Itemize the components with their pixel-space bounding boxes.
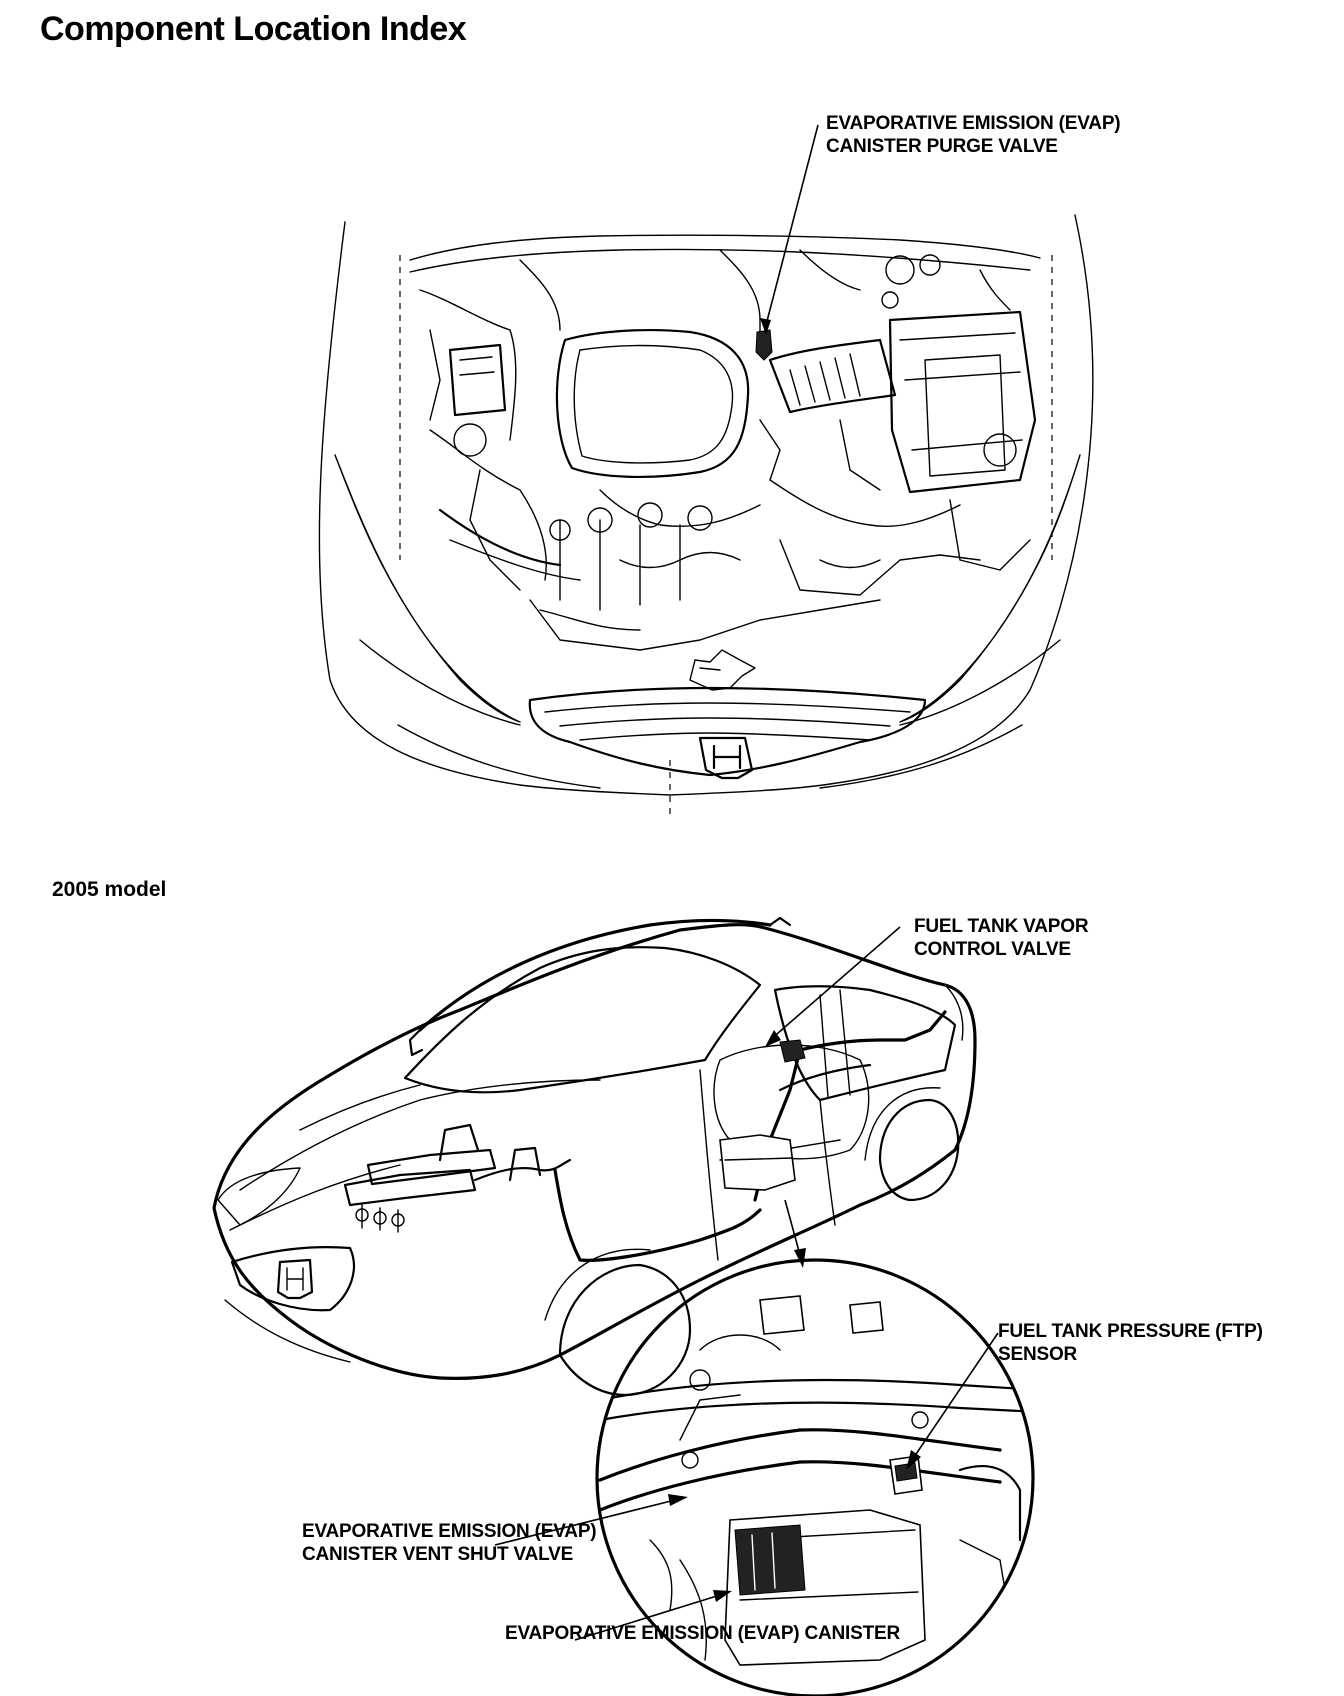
car-side-view xyxy=(212,916,977,1397)
page-title: Component Location Index xyxy=(40,10,467,48)
callout-line: EVAPORATIVE EMISSION (EVAP) xyxy=(826,113,1121,134)
callout-line: EVAPORATIVE EMISSION (EVAP) CANISTER xyxy=(505,1623,901,1644)
air-cleaner-box xyxy=(888,310,1037,494)
engine-bay-view xyxy=(318,124,1094,820)
injector-rail xyxy=(343,1123,572,1233)
callout-line: CONTROL VALVE xyxy=(914,939,1071,960)
callout-evap-purge-valve: EVAPORATIVE EMISSION (EVAP) CANISTER PUR… xyxy=(826,112,1121,158)
purge-valve-part xyxy=(755,329,773,361)
air-intake-hose xyxy=(768,338,897,414)
evap-canister-part xyxy=(719,1134,796,1191)
evap-piping xyxy=(553,1168,762,1262)
honda-emblem xyxy=(276,1258,314,1300)
headlight xyxy=(217,1167,301,1226)
callout-line: CANISTER PURGE VALVE xyxy=(826,136,1058,157)
rear-wheel xyxy=(878,1098,960,1202)
callout-line: EVAPORATIVE EMISSION (EVAP) xyxy=(302,1521,597,1542)
vent-shut-valve-detail xyxy=(734,1524,806,1596)
callout-fuel-tank-vapor-valve: FUEL TANK VAPOR CONTROL VALVE xyxy=(914,915,1089,961)
car-front-outline xyxy=(318,214,1094,796)
left-headlight xyxy=(334,454,521,723)
callout-evap-canister: EVAPORATIVE EMISSION (EVAP) CANISTER xyxy=(505,1622,900,1645)
callout-line: FUEL TANK VAPOR xyxy=(914,916,1089,937)
fuel-tank xyxy=(713,1044,870,1160)
windshield xyxy=(403,946,762,1094)
callout-line: SENSOR xyxy=(998,1344,1078,1365)
front-grille xyxy=(528,686,927,780)
battery xyxy=(448,343,507,417)
front-wheel xyxy=(558,1263,692,1397)
callout-line: CANISTER VENT SHUT VALVE xyxy=(302,1544,574,1565)
model-label: 2005 model xyxy=(52,878,167,901)
side-windows xyxy=(773,985,957,1102)
intake-manifold-cover xyxy=(555,328,750,479)
right-headlight xyxy=(899,454,1081,723)
hood-latch xyxy=(689,649,756,691)
front-grille-side xyxy=(230,1246,355,1312)
callout-evap-vent-shut-valve: EVAPORATIVE EMISSION (EVAP) CANISTER VEN… xyxy=(302,1520,597,1566)
callout-line: FUEL TANK PRESSURE (FTP) xyxy=(998,1321,1263,1342)
vapor-control-valve-part xyxy=(779,1039,806,1063)
engine-components xyxy=(409,234,1041,651)
car-body-outline xyxy=(212,923,977,1380)
detail-circle xyxy=(595,1258,1035,1696)
callout-ftp-sensor: FUEL TANK PRESSURE (FTP) SENSOR xyxy=(998,1320,1263,1366)
